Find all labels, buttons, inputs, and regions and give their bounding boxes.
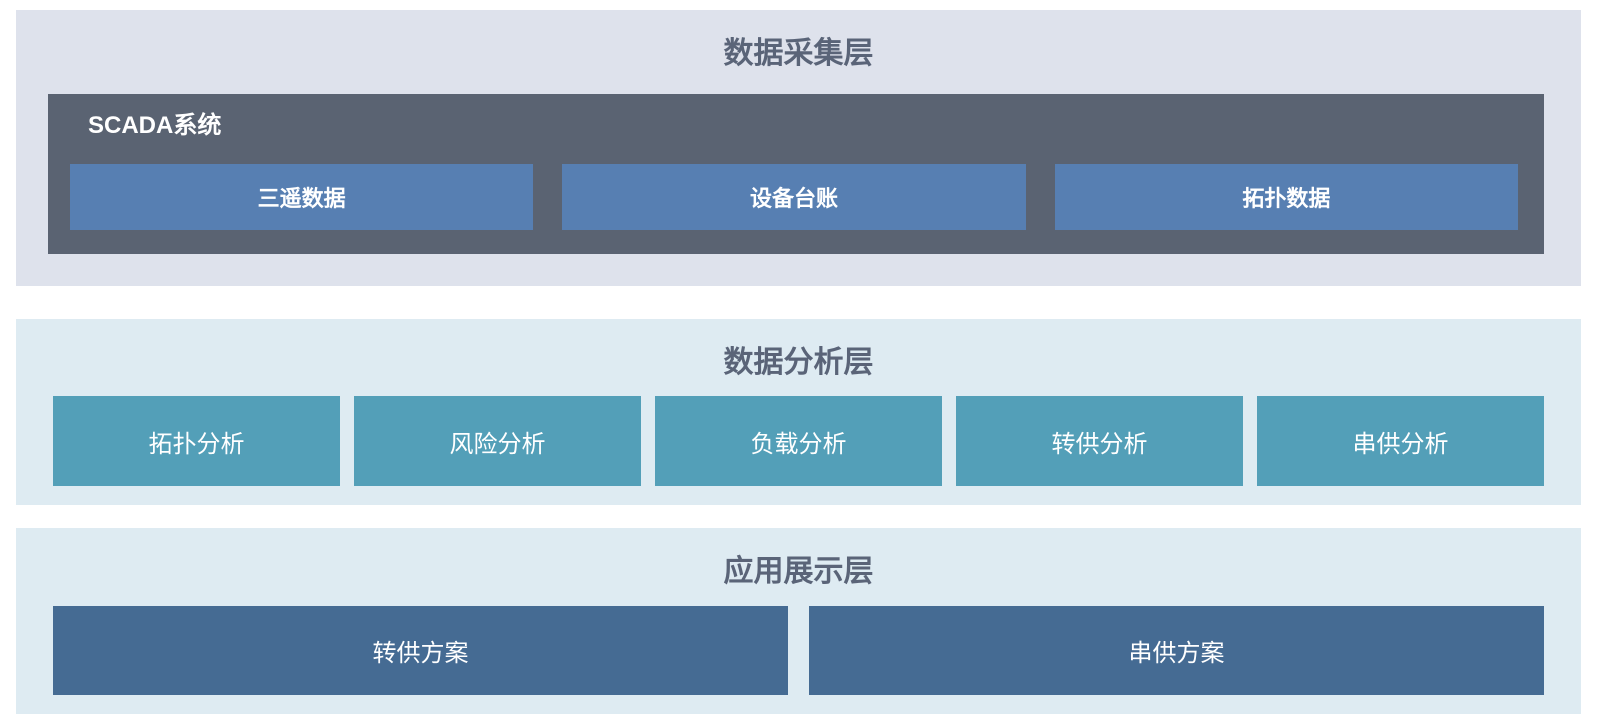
data-analysis-layer: 数据分析层 拓扑分析 风险分析 负载分析 转供分析 串供分析 bbox=[16, 319, 1581, 505]
box-series-supply-plan: 串供方案 bbox=[809, 606, 1544, 695]
box-topology-analysis: 拓扑分析 bbox=[53, 396, 340, 486]
analysis-box-row: 拓扑分析 风险分析 负载分析 转供分析 串供分析 bbox=[53, 396, 1544, 486]
box-three-remote-data: 三遥数据 bbox=[70, 164, 534, 230]
box-transfer-supply-plan: 转供方案 bbox=[53, 606, 788, 695]
app-plan-row: 转供方案 串供方案 bbox=[53, 606, 1544, 695]
scada-system-panel: SCADA系统 三遥数据 设备台账 拓扑数据 bbox=[48, 94, 1544, 254]
data-collection-layer: 数据采集层 SCADA系统 三遥数据 设备台账 拓扑数据 bbox=[16, 10, 1581, 286]
data-analysis-layer-title: 数据分析层 bbox=[723, 346, 874, 379]
box-topology-data: 拓扑数据 bbox=[1054, 164, 1518, 230]
application-display-layer: 应用展示层 转供方案 串供方案 bbox=[16, 528, 1581, 714]
data-collection-layer-title: 数据采集层 bbox=[723, 37, 874, 70]
box-series-supply-analysis: 串供分析 bbox=[1257, 396, 1544, 486]
application-display-layer-title: 应用展示层 bbox=[723, 555, 874, 588]
box-load-analysis: 负载分析 bbox=[655, 396, 942, 486]
box-transfer-supply-analysis: 转供分析 bbox=[956, 396, 1243, 486]
scada-data-row: 三遥数据 设备台账 拓扑数据 bbox=[70, 164, 1518, 230]
scada-system-title: SCADA系统 bbox=[88, 112, 222, 139]
box-equipment-ledger: 设备台账 bbox=[562, 164, 1026, 230]
box-risk-analysis: 风险分析 bbox=[354, 396, 641, 486]
